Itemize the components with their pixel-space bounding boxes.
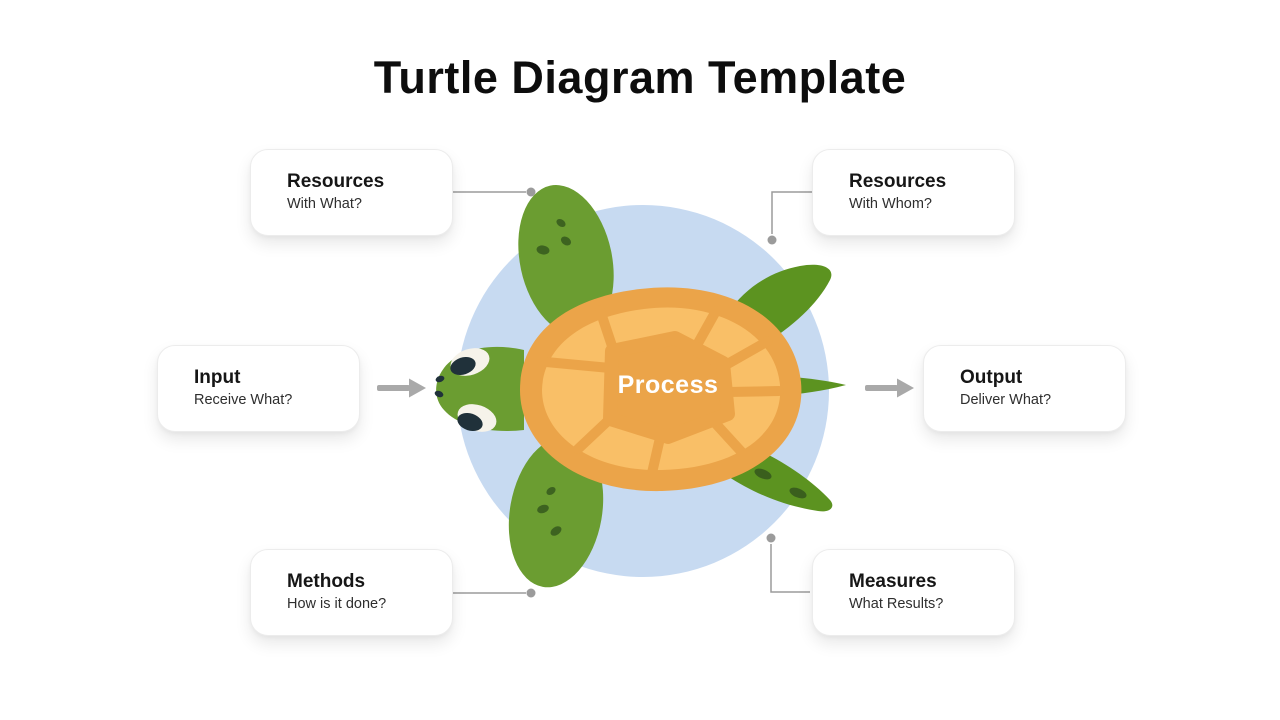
connector-resources-right	[767, 191, 812, 245]
card-subtitle: With Whom?	[849, 196, 932, 213]
connector-dot	[766, 533, 776, 543]
flipper-top-left-icon	[518, 185, 614, 335]
connector-dot	[526, 588, 536, 598]
card-resources-with-what: Resources With What?	[250, 149, 453, 236]
process-label: Process	[617, 371, 719, 399]
card-heading: Input	[194, 367, 241, 389]
card-heading: Output	[960, 367, 1023, 389]
turtle-head-icon	[434, 346, 524, 432]
card-heading: Resources	[849, 171, 947, 193]
page-title: Turtle Diagram Template	[373, 52, 907, 103]
turtle-shell-icon	[520, 287, 802, 492]
card-heading: Resources	[287, 171, 385, 193]
shell-center-plate	[603, 331, 735, 444]
turtle-nostril	[435, 375, 445, 383]
connector-measures	[766, 533, 810, 593]
turtle-illustration	[434, 185, 846, 588]
connector-resources-left	[453, 187, 536, 197]
card-subtitle: Deliver What?	[960, 392, 1052, 409]
card-subtitle: How is it done?	[287, 596, 387, 613]
card-subtitle: Receive What?	[194, 392, 293, 409]
connectors	[453, 187, 812, 598]
card-resources-with-whom: Resources With Whom?	[812, 149, 1015, 236]
card-subtitle: With What?	[287, 196, 362, 213]
card-heading: Measures	[849, 571, 937, 593]
card-output: Output Deliver What?	[923, 345, 1126, 432]
turtle-nostril	[434, 390, 444, 398]
card-measures: Measures What Results?	[812, 549, 1015, 636]
card-input: Input Receive What?	[157, 345, 360, 432]
card-heading: Methods	[287, 571, 366, 593]
card-methods: Methods How is it done?	[250, 549, 453, 636]
input-arrow-icon	[377, 378, 426, 398]
connector-dot	[767, 235, 777, 245]
output-arrow-icon	[865, 378, 914, 398]
connector-dot	[526, 187, 536, 197]
connector-methods	[453, 588, 536, 598]
card-subtitle: What Results?	[849, 596, 944, 613]
